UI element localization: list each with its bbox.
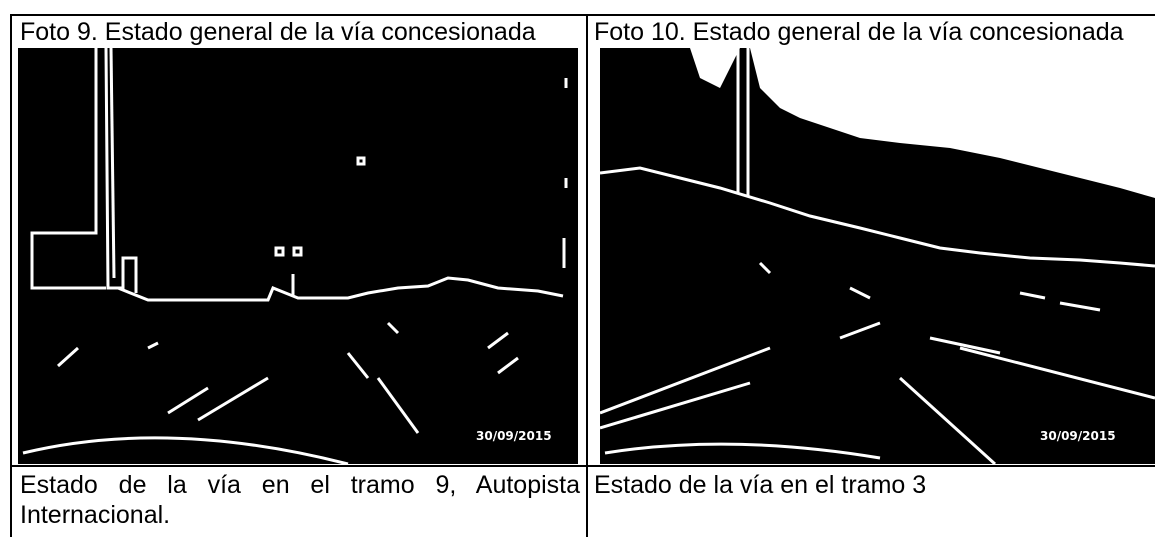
photo-10-caption: Foto 10. Estado general de la vía conces… xyxy=(594,18,1124,46)
table-border-top xyxy=(10,14,1155,16)
photo-table: Foto 9. Estado general de la vía concesi… xyxy=(10,14,1155,537)
photo-9-date-stamp: 30/09/2015 xyxy=(476,429,552,443)
photo-9-description: Estado de la vía en el tramo 9, Autopist… xyxy=(20,471,580,529)
photo-9-caption: Foto 9. Estado general de la vía concesi… xyxy=(20,18,536,46)
photo-10-date-stamp: 30/09/2015 xyxy=(1040,429,1116,443)
table-row-divider xyxy=(10,465,1155,467)
photo-9-image: 30/09/2015 xyxy=(18,48,578,464)
table-border-left xyxy=(10,14,12,537)
photo-10-image: 30/09/2015 xyxy=(600,48,1155,464)
table-column-divider xyxy=(586,14,588,537)
photo-10-description: Estado de la vía en el tramo 3 xyxy=(594,471,927,499)
